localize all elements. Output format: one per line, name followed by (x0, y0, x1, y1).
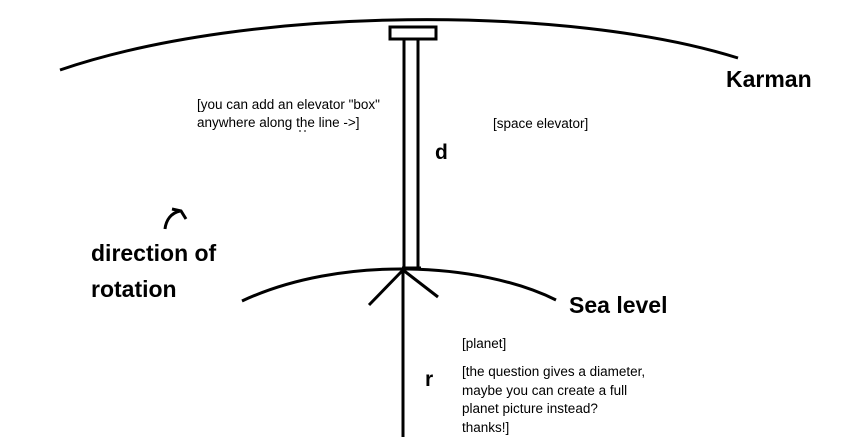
rotation-arrow-head (171, 207, 188, 220)
karman-line (59, 18, 739, 72)
direction-label-line1: direction of (91, 240, 217, 266)
d-label: d (435, 141, 448, 164)
planet-label: [planet] (462, 336, 507, 351)
planet-note-line2: maybe you can create a full (462, 383, 628, 398)
planet-note-line1: [the question gives a diameter, (462, 364, 646, 379)
elevator-top-box (388, 25, 438, 41)
sea-level-label: Sea level (569, 292, 668, 318)
radius-arrowhead-left (367, 268, 405, 307)
planet-note-line4: thanks!] (462, 420, 510, 435)
radius-arrowhead-right (402, 268, 439, 299)
elevator-box-note-line1: [you can add an elevator "box" (197, 97, 380, 112)
karman-label: Karman (726, 66, 812, 92)
direction-label-line2: rotation (91, 276, 177, 302)
elevator-box-note-line2: anywhere along the line ->] (197, 115, 360, 130)
planet-note-line3: planet picture instead? (462, 401, 598, 416)
rotation-arrow (163, 209, 181, 230)
space-elevator-label: [space elevator] (493, 116, 589, 131)
r-label: r (425, 368, 434, 391)
